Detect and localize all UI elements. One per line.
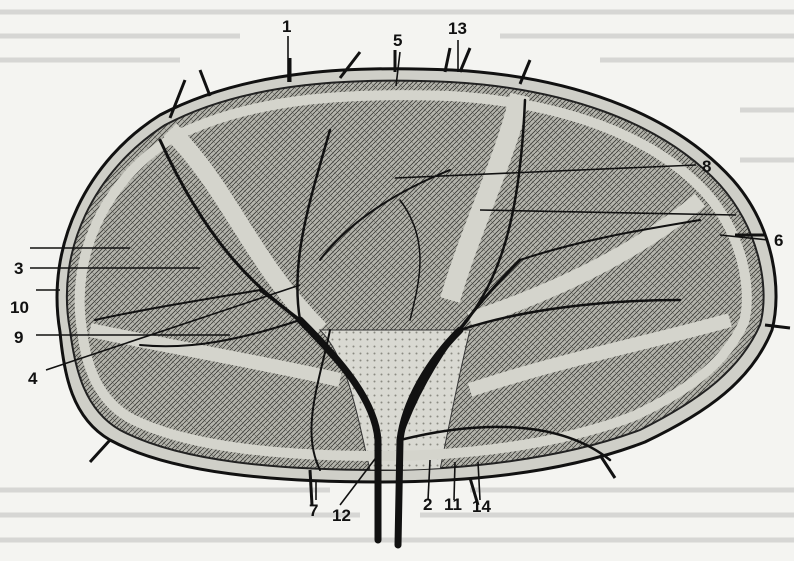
callout-6: 6	[774, 231, 783, 250]
callout-8: 8	[702, 157, 711, 176]
callout-10: 10	[10, 298, 29, 317]
callout-7: 7	[309, 501, 318, 520]
callout-2: 2	[423, 495, 432, 514]
callout-1: 1	[282, 17, 291, 36]
callout-5: 5	[393, 31, 402, 50]
callout-3: 3	[14, 259, 23, 278]
callout-9: 9	[14, 328, 23, 347]
callout-4: 4	[28, 369, 38, 388]
callout-13: 13	[448, 19, 467, 38]
callout-14: 14	[472, 497, 491, 516]
callout-12: 12	[332, 506, 351, 525]
callout-11: 11	[444, 495, 462, 514]
